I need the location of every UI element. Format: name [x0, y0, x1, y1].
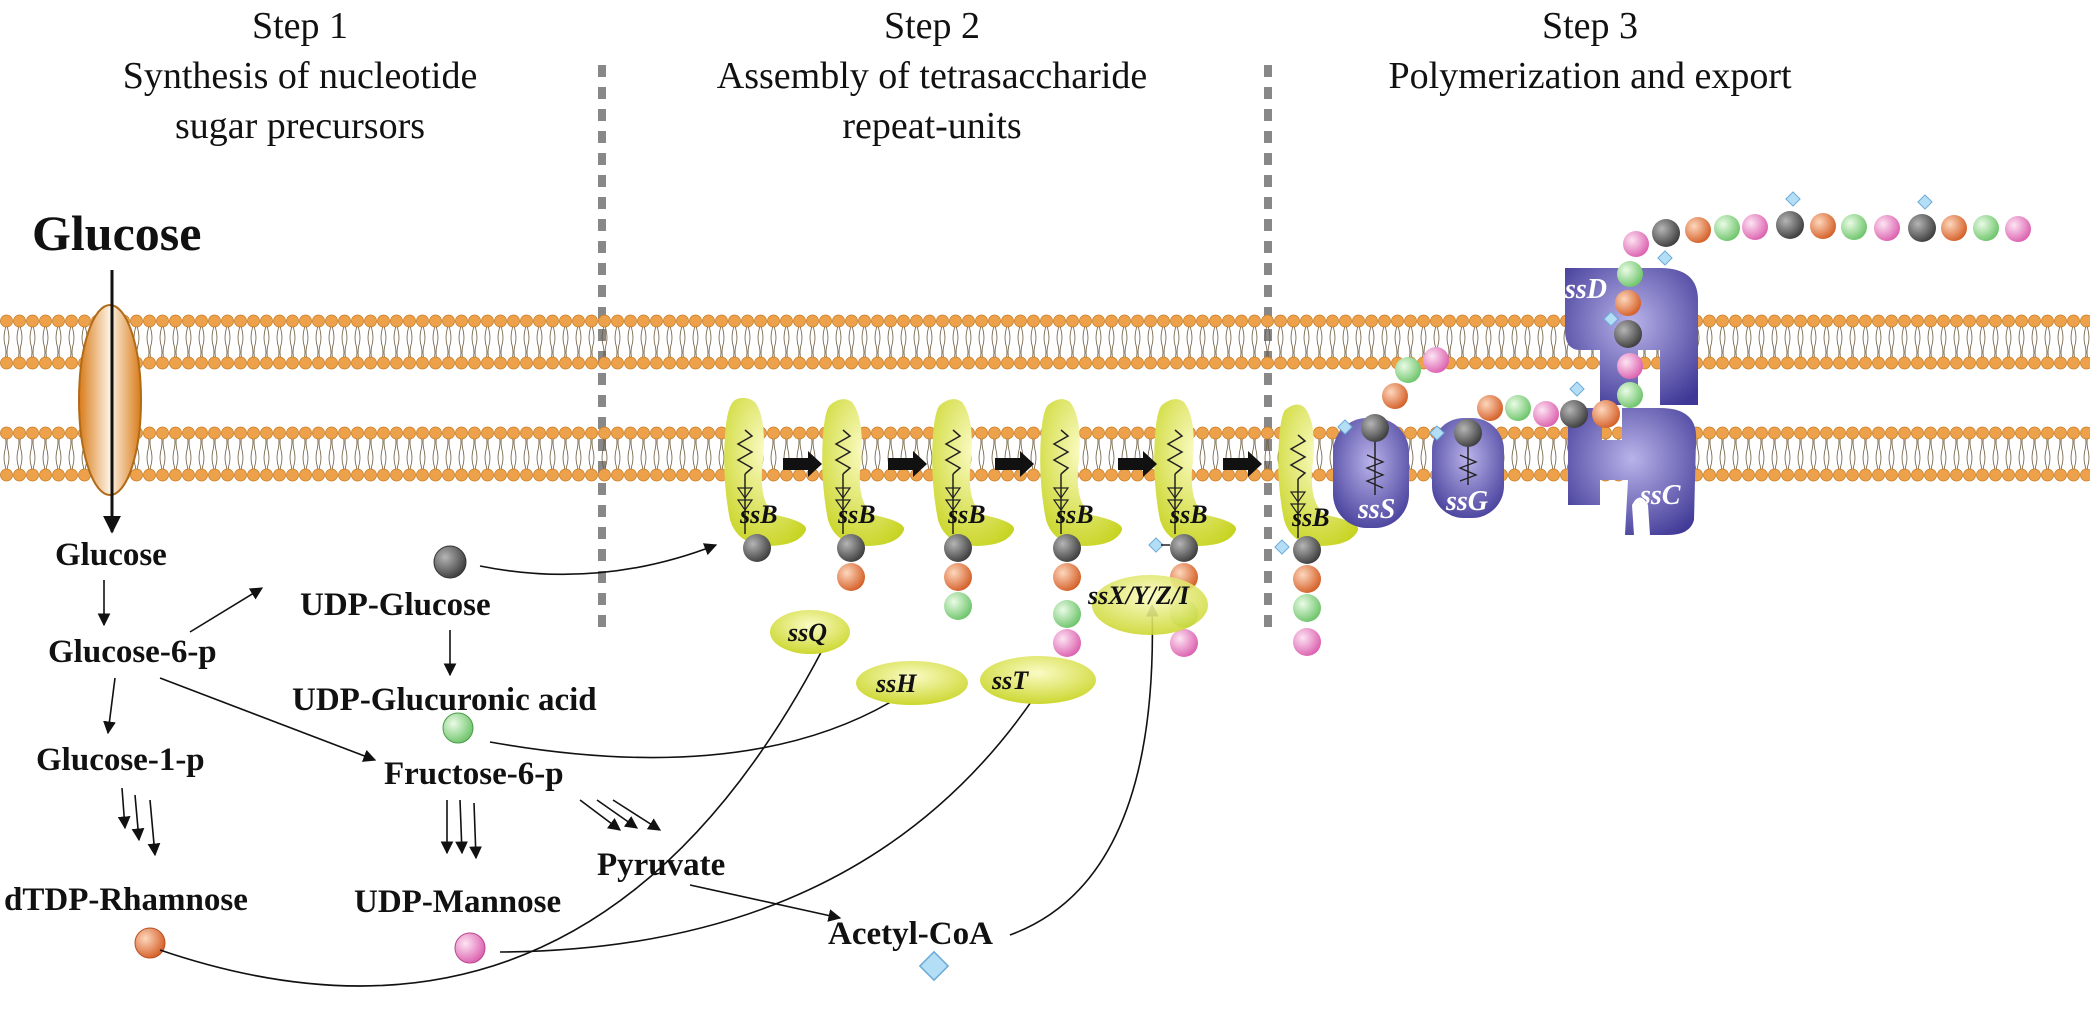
lipid-carrier-assembly: ssB ssB ssB ssB ssB [724, 397, 1359, 705]
ssQ-label: ssQ [787, 618, 827, 647]
step-1-number: Step 1 [252, 5, 348, 47]
ssG-label: ssG [1445, 486, 1488, 517]
ssB-complex-5: ssB [1154, 399, 1237, 546]
acetyl-coa-label: Acetyl-CoA [828, 916, 993, 952]
ssQ-enzyme: ssQ [770, 610, 850, 654]
assembly-flow-arrows [783, 451, 1262, 477]
ssB-complex-4: ssB [1040, 399, 1123, 546]
carrier-2-chain [837, 534, 865, 591]
ssB-complex-6: ssB [1278, 404, 1359, 546]
ssB-complex-1: ssB [724, 397, 807, 546]
ssT-label: ssT [991, 666, 1029, 695]
ssB-complex-2: ssB [822, 399, 905, 546]
step-1-title-line-2: sugar precursors [175, 105, 425, 147]
ssB-label-6: ssB [1291, 503, 1330, 532]
carrier-3-chain [944, 534, 972, 620]
fructose-6-phosphate-label: Fructose-6-p [384, 756, 564, 792]
ssB-label-3: ssB [947, 500, 986, 529]
ssS-transporter: ssS [1333, 418, 1409, 528]
carrier-4-chain [1053, 534, 1081, 657]
exported-polysaccharide-chain [1560, 191, 2031, 428]
export-machinery: ssS ssG ssD ssC [1333, 191, 2031, 535]
ssB-label-5: ssB [1169, 500, 1208, 529]
glucose-6-phosphate-label: Glucose-6-p [48, 634, 217, 670]
metabolic-arrows [97, 580, 842, 922]
ssG-lipid-unit [1429, 395, 1559, 485]
ssS-label: ssS [1357, 494, 1395, 525]
udp-glucose-label: UDP-Glucose [300, 587, 491, 623]
step-2-title-line-2: repeat-units [842, 105, 1021, 147]
ssXYZI-enzyme: ssX/Y/Z/I [1087, 575, 1208, 635]
glucose-label: Glucose [55, 537, 167, 573]
udp-glucose-sugar-icon [433, 545, 467, 579]
carrier-6-chain [1274, 536, 1321, 656]
ssB-label-1: ssB [739, 500, 778, 529]
step-3-title-line-1: Polymerization and export [1388, 55, 1792, 97]
ssC-export-channel: ssC [1568, 408, 1697, 535]
ssH-enzyme: ssH [856, 661, 968, 705]
step-3-header: Step 3 Polymerization and export [1388, 5, 1792, 97]
ssXYZI-label: ssX/Y/Z/I [1087, 581, 1190, 610]
ssT-enzyme: ssT [980, 656, 1096, 704]
ssB-label-4: ssB [1055, 500, 1094, 529]
step-3-number: Step 3 [1542, 5, 1638, 47]
step-2-header: Step 2 Assembly of tetrasaccharide repea… [717, 5, 1148, 147]
ssB-complex-3: ssB [932, 399, 1015, 546]
step-2-title-line-1: Assembly of tetrasaccharide [717, 55, 1148, 97]
outer-membrane [0, 314, 2090, 370]
ssD-label: ssD [1564, 274, 1607, 305]
glucose-1-phosphate-label: Glucose-1-p [36, 742, 205, 778]
acetyl-group-icon [918, 950, 950, 982]
step-1-header: Step 1 Synthesis of nucleotide sugar pre… [123, 5, 478, 147]
pyruvate-label: Pyruvate [597, 847, 725, 883]
ssS-lipid-unit [1337, 347, 1449, 495]
udp-mannose-label: UDP-Mannose [354, 884, 561, 920]
ssH-label: ssH [875, 669, 917, 698]
glucose-transporter [78, 304, 142, 496]
step-2-number: Step 2 [884, 5, 980, 47]
sugar-transfer-arrows [159, 543, 1159, 987]
udp-glucuronic-acid-sugar-icon [442, 712, 474, 744]
carrier-1-chain [743, 534, 771, 562]
dtdp-rhamnose-label: dTDP-Rhamnose [4, 882, 248, 918]
glucose-outside-label: Glucose [32, 205, 201, 261]
udp-glucuronic-acid-label: UDP-Glucuronic acid [292, 682, 597, 718]
udp-mannose-sugar-icon [454, 932, 486, 964]
dtdp-rhamnose-sugar-icon [134, 927, 166, 959]
step-1-title-line-1: Synthesis of nucleotide [123, 55, 478, 97]
ssC-label: ssC [1639, 480, 1681, 511]
ssB-label-2: ssB [837, 500, 876, 529]
